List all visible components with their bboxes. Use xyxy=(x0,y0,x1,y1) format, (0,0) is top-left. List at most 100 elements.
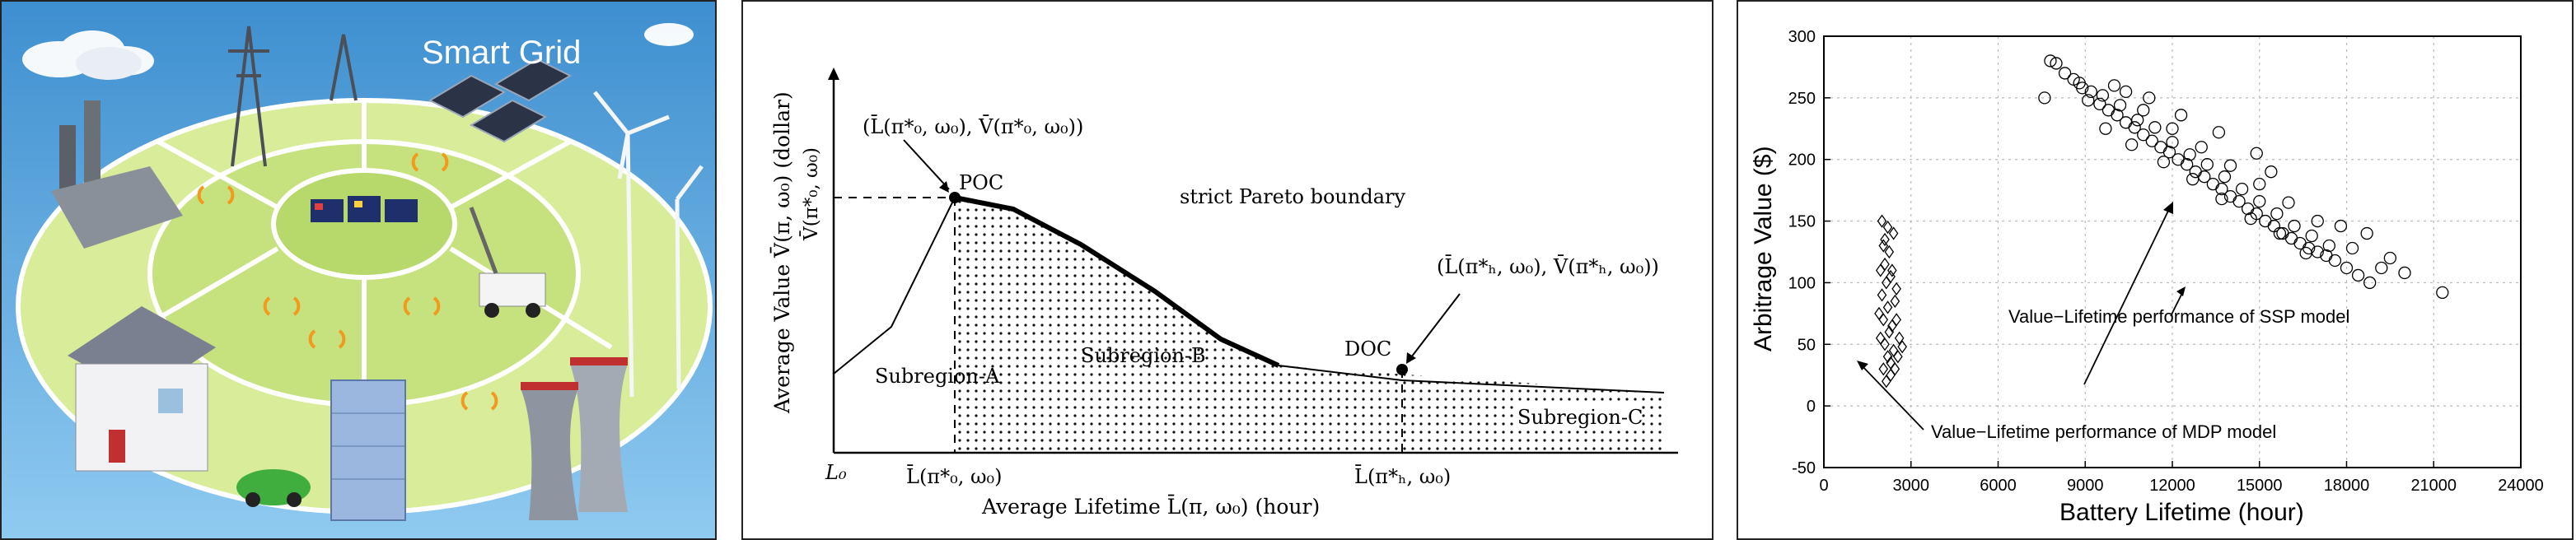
subregion-a-label: Subregion-A xyxy=(875,365,1000,388)
ssp-point xyxy=(2125,138,2139,151)
ssp-point xyxy=(2111,109,2124,122)
ssp-point xyxy=(2345,241,2359,255)
ssp-point xyxy=(2235,182,2249,196)
ssp-point xyxy=(2137,128,2150,142)
ssp-point xyxy=(2206,178,2219,191)
y-axis-label: Average Value V̄(π, ω₀) (dollar) xyxy=(770,91,794,414)
ssp-point xyxy=(2270,207,2284,221)
mdp-point xyxy=(1875,263,1886,277)
ssp-annotation-arrow-main xyxy=(2083,205,2172,385)
ssp-point xyxy=(2113,99,2127,112)
x-tick-doc-label: L̄(π*ₕ, ω₀) xyxy=(1354,465,1451,488)
ssp-point xyxy=(2107,79,2121,92)
ssp-point xyxy=(2082,94,2095,107)
ssp-point xyxy=(2223,159,2237,172)
ssp-point xyxy=(2131,114,2144,127)
ssp-point xyxy=(2050,57,2063,70)
mdp-point xyxy=(1881,375,1891,389)
ssp-point xyxy=(2189,165,2202,179)
mdp-point xyxy=(1886,368,1896,382)
ssp-point xyxy=(2328,254,2342,268)
ssp-point xyxy=(2183,148,2196,161)
ssp-point xyxy=(2215,182,2228,196)
ssp-point xyxy=(2436,286,2449,300)
ssp-point xyxy=(2096,89,2110,102)
x-tick-label: 18000 xyxy=(2324,477,2370,495)
mdp-point xyxy=(1894,331,1905,345)
mdp-point xyxy=(1882,300,1893,314)
ssp-point xyxy=(2073,77,2086,90)
ssp-point xyxy=(2143,91,2156,105)
ssp-point xyxy=(2351,268,2365,282)
ssp-point xyxy=(2119,116,2133,129)
office-building-icon xyxy=(330,379,406,521)
wind-turbine-icon xyxy=(593,91,704,398)
ssp-point xyxy=(2166,122,2179,135)
smart-grid-illustration: Smart Grid xyxy=(2,2,715,538)
ssp-point xyxy=(2195,141,2208,154)
x-tick-label: 6000 xyxy=(1980,477,2017,495)
utility-truck-icon xyxy=(469,207,546,318)
ssp-point xyxy=(2212,126,2226,139)
ssp-point xyxy=(2305,229,2318,243)
x-tick-label: 0 xyxy=(1819,477,1828,495)
solar-panels-icon xyxy=(428,58,573,143)
mdp-point xyxy=(1878,313,1889,327)
ssp-point xyxy=(2157,156,2171,169)
ssp-point xyxy=(2273,226,2287,240)
x-tick-label: 9000 xyxy=(2067,477,2104,495)
mdp-point xyxy=(1874,306,1884,320)
mdp-point xyxy=(1888,226,1899,240)
mdp-point xyxy=(1887,263,1897,277)
mdp-annotation-arrow xyxy=(1859,363,1924,431)
ssp-point xyxy=(2166,136,2179,149)
mdp-point xyxy=(1877,214,1887,228)
ssp-point xyxy=(2128,121,2141,134)
illustration-title: Smart Grid xyxy=(422,35,581,71)
ssp-point xyxy=(2058,67,2072,80)
grid-ring-inner xyxy=(271,168,457,280)
data-marks xyxy=(1874,54,2449,389)
cooling-towers-icon xyxy=(521,357,628,520)
ssp-point xyxy=(2250,147,2263,160)
origin-label: L₀ xyxy=(825,461,847,484)
mdp-point xyxy=(1882,350,1893,364)
x-axis-label: Average Lifetime L̄(π, ω₀) (hour) xyxy=(981,495,1320,519)
ssp-point xyxy=(2101,104,2115,117)
x-tick-label: 24000 xyxy=(2498,477,2544,495)
ssp-point xyxy=(2174,109,2188,122)
ssp-point xyxy=(2363,276,2377,290)
mdp-point xyxy=(1878,362,1889,376)
ssp-point xyxy=(2383,251,2397,265)
y-axis-label: Arbitrage Value ($) xyxy=(1750,146,1777,351)
ssp-point xyxy=(2200,158,2214,171)
mdp-point xyxy=(1890,294,1900,309)
y-tick-label: 250 xyxy=(1788,90,1816,108)
subregion-b-label: Subregion-B xyxy=(1081,344,1206,367)
ssp-point xyxy=(2282,196,2295,209)
ssp-point xyxy=(2154,141,2167,154)
mdp-point xyxy=(1880,232,1890,247)
ssp-point xyxy=(2253,194,2266,208)
y-tick-label: -50 xyxy=(1792,459,1816,477)
ssp-point xyxy=(2215,192,2228,206)
factory-icon xyxy=(51,47,183,249)
y-tick-label: 0 xyxy=(1807,398,1816,416)
dotted-region xyxy=(955,198,1664,453)
ssp-point xyxy=(2284,231,2298,245)
mdp-point xyxy=(1886,269,1896,284)
x-tick-label: 3000 xyxy=(1893,477,1930,495)
x-tick-poc-label: L̄(π*₀, ω₀) xyxy=(906,465,1003,488)
poc-point-label: (L̄(π*₀, ω₀), V̄(π*₀, ω₀)) xyxy=(863,115,1083,138)
grid xyxy=(1823,35,2522,468)
ssp-point xyxy=(2276,226,2289,240)
subregion-c-label: Subregion-C xyxy=(1517,406,1643,429)
ssp-point xyxy=(2218,170,2232,184)
mdp-point xyxy=(1875,331,1886,345)
smart-grid-illustration-panel: Smart Grid xyxy=(0,0,717,540)
ssp-point xyxy=(2038,91,2051,105)
ssp-point xyxy=(2093,97,2106,110)
